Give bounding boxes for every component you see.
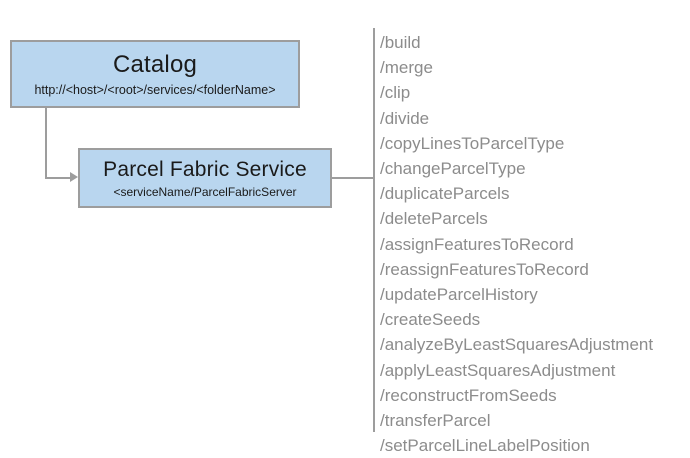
connector-service-to-operations bbox=[332, 177, 374, 179]
operation-item: /applyLeastSquaresAdjustment bbox=[380, 360, 616, 380]
catalog-node-title: Catalog bbox=[112, 50, 198, 78]
operation-item: /changeParcelType bbox=[380, 159, 526, 179]
parcel-fabric-service-url: <serviceName/ParcelFabricServer bbox=[113, 184, 297, 199]
operation-item: /deleteParcels bbox=[380, 209, 488, 229]
operation-item: /build bbox=[380, 33, 421, 52]
connector-catalog-vertical bbox=[45, 108, 47, 178]
operation-item: /assignFeaturesToRecord bbox=[380, 234, 574, 254]
operation-item: /copyLinesToParcelType bbox=[380, 133, 565, 153]
parcel-fabric-service-title: Parcel Fabric Service bbox=[103, 157, 307, 181]
operations-list: /build /merge /clip /divide /copyLinesTo… bbox=[380, 30, 680, 458]
operation-item: /duplicateParcels bbox=[380, 184, 510, 204]
operation-item: /reassignFeaturesToRecord bbox=[380, 259, 589, 279]
operation-item: /reconstructFromSeeds bbox=[380, 385, 557, 405]
operation-item: /divide bbox=[380, 108, 430, 128]
catalog-node: Catalog http://<host>/<root>/services/<f… bbox=[10, 40, 300, 108]
service-architecture-diagram: Catalog http://<host>/<root>/services/<f… bbox=[10, 28, 653, 455]
operation-item: /setParcelLineLabelPosition bbox=[380, 436, 590, 456]
operation-item: /updateParcelHistory bbox=[380, 285, 538, 305]
operations-rail-divider bbox=[373, 28, 375, 432]
operation-item: /clip bbox=[380, 83, 411, 103]
operation-item: /merge bbox=[380, 58, 433, 78]
parcel-fabric-service-node: Parcel Fabric Service <serviceName/Parce… bbox=[78, 148, 332, 208]
connector-catalog-horizontal bbox=[45, 177, 73, 179]
catalog-node-url: http://<host>/<root>/services/<folderNam… bbox=[34, 82, 276, 97]
operation-item: /transferParcel bbox=[380, 411, 491, 431]
operation-item: /analyzeByLeastSquaresAdjustment bbox=[380, 335, 654, 355]
operation-item: /createSeeds bbox=[380, 310, 481, 330]
arrowhead-icon bbox=[70, 172, 78, 182]
